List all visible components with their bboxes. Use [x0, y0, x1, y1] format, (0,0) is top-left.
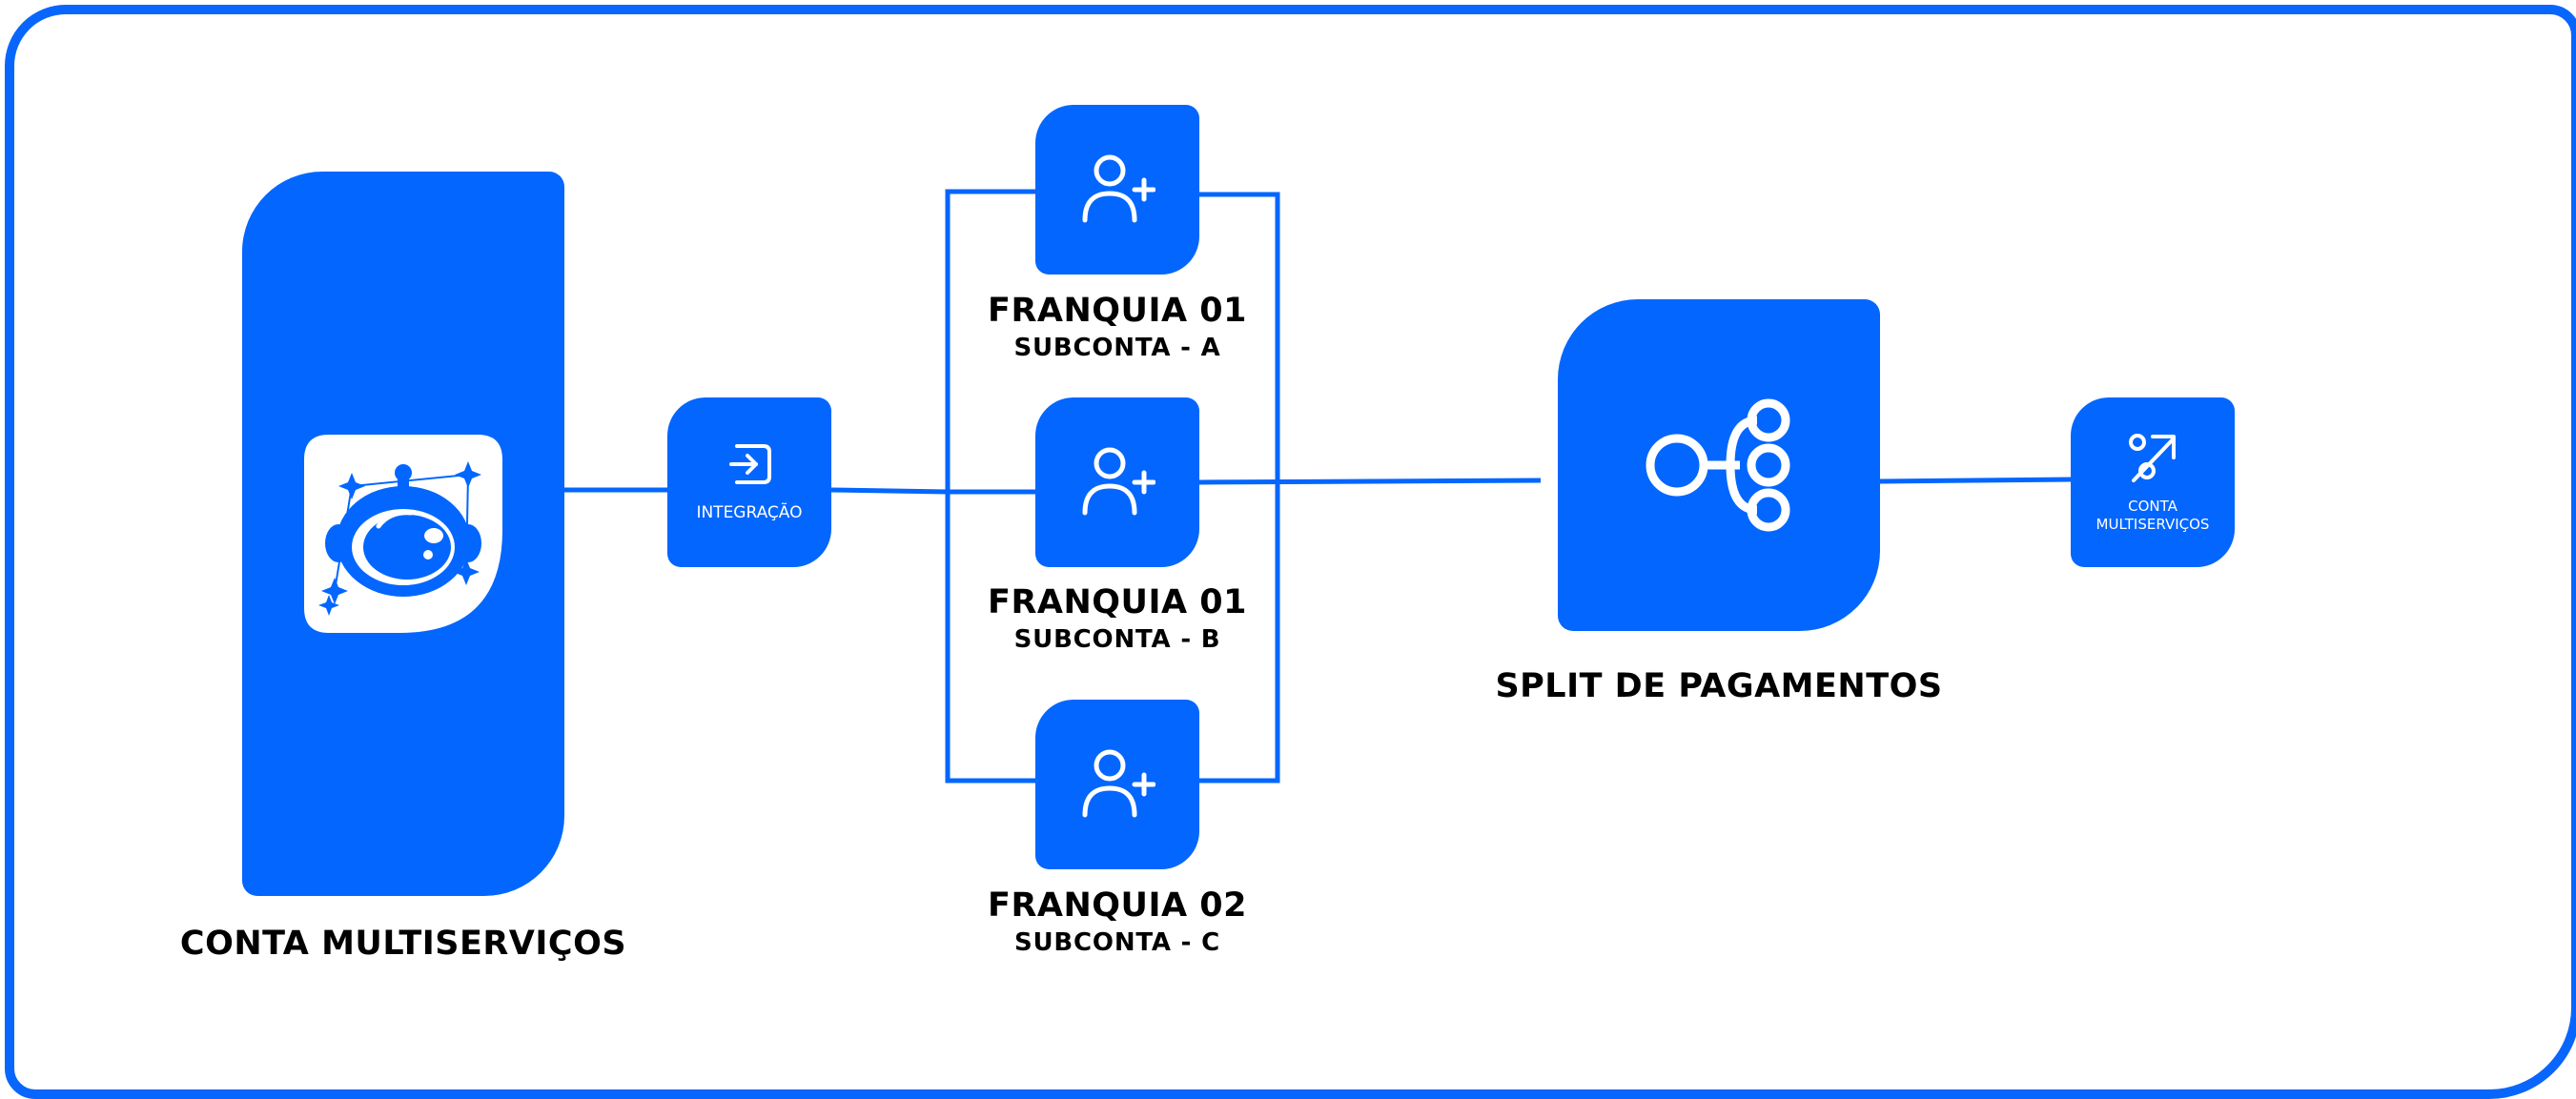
franchise-a-title: FRANQUIA 01	[988, 292, 1247, 330]
franchise-c-subtitle: SUBCONTA - C	[1013, 928, 1220, 957]
main-account-tile[interactable]	[242, 172, 564, 896]
split-payments-label: SPLIT DE PAGAMENTOS	[1495, 667, 1943, 705]
franchise-a-caption: FRANQUIA 01 SUBCONTA - A	[965, 292, 1270, 362]
line-integration-to-bracket	[830, 487, 949, 495]
franchise-a-tile[interactable]	[1035, 105, 1199, 275]
franchise-b-caption: FRANQUIA 01 SUBCONTA - B	[965, 583, 1270, 654]
main-account-label: CONTA MULTISERVIÇOS	[179, 925, 627, 963]
bracket-right	[1199, 192, 1280, 784]
franchise-b-tile[interactable]	[1035, 397, 1199, 567]
user-plus-icon	[1079, 746, 1155, 823]
percent-arrow-icon	[2126, 431, 2179, 484]
destination-label-line1: CONTA	[2128, 498, 2177, 516]
line-b-to-split	[1198, 478, 1542, 485]
destination-label: CONTA MULTISERVIÇOS	[2096, 498, 2210, 534]
franchise-c-tile[interactable]	[1035, 700, 1199, 869]
integration-label: INTEGRAÇÃO	[696, 503, 803, 523]
franchise-c-title: FRANQUIA 02	[988, 886, 1247, 925]
integration-tile[interactable]: INTEGRAÇÃO	[667, 397, 831, 567]
franchise-b-subtitle: SUBCONTA - B	[1013, 625, 1221, 654]
franchise-b-title: FRANQUIA 01	[988, 583, 1247, 621]
line-split-to-destination	[1879, 477, 2072, 484]
franchise-a-subtitle: SUBCONTA - A	[1013, 334, 1221, 362]
user-plus-icon	[1079, 444, 1155, 520]
split-payments-tile[interactable]	[1558, 299, 1880, 631]
split-branch-icon	[1645, 394, 1793, 537]
user-plus-icon	[1079, 152, 1155, 228]
astronaut-logo-icon	[304, 435, 502, 633]
destination-account-tile[interactable]: CONTA MULTISERVIÇOS	[2071, 397, 2235, 567]
bracket-left	[945, 189, 1035, 784]
sign-in-arrow-icon	[724, 440, 775, 488]
franchise-c-caption: FRANQUIA 02 SUBCONTA - C	[965, 886, 1270, 957]
destination-label-line2: MULTISERVIÇOS	[2096, 516, 2210, 533]
